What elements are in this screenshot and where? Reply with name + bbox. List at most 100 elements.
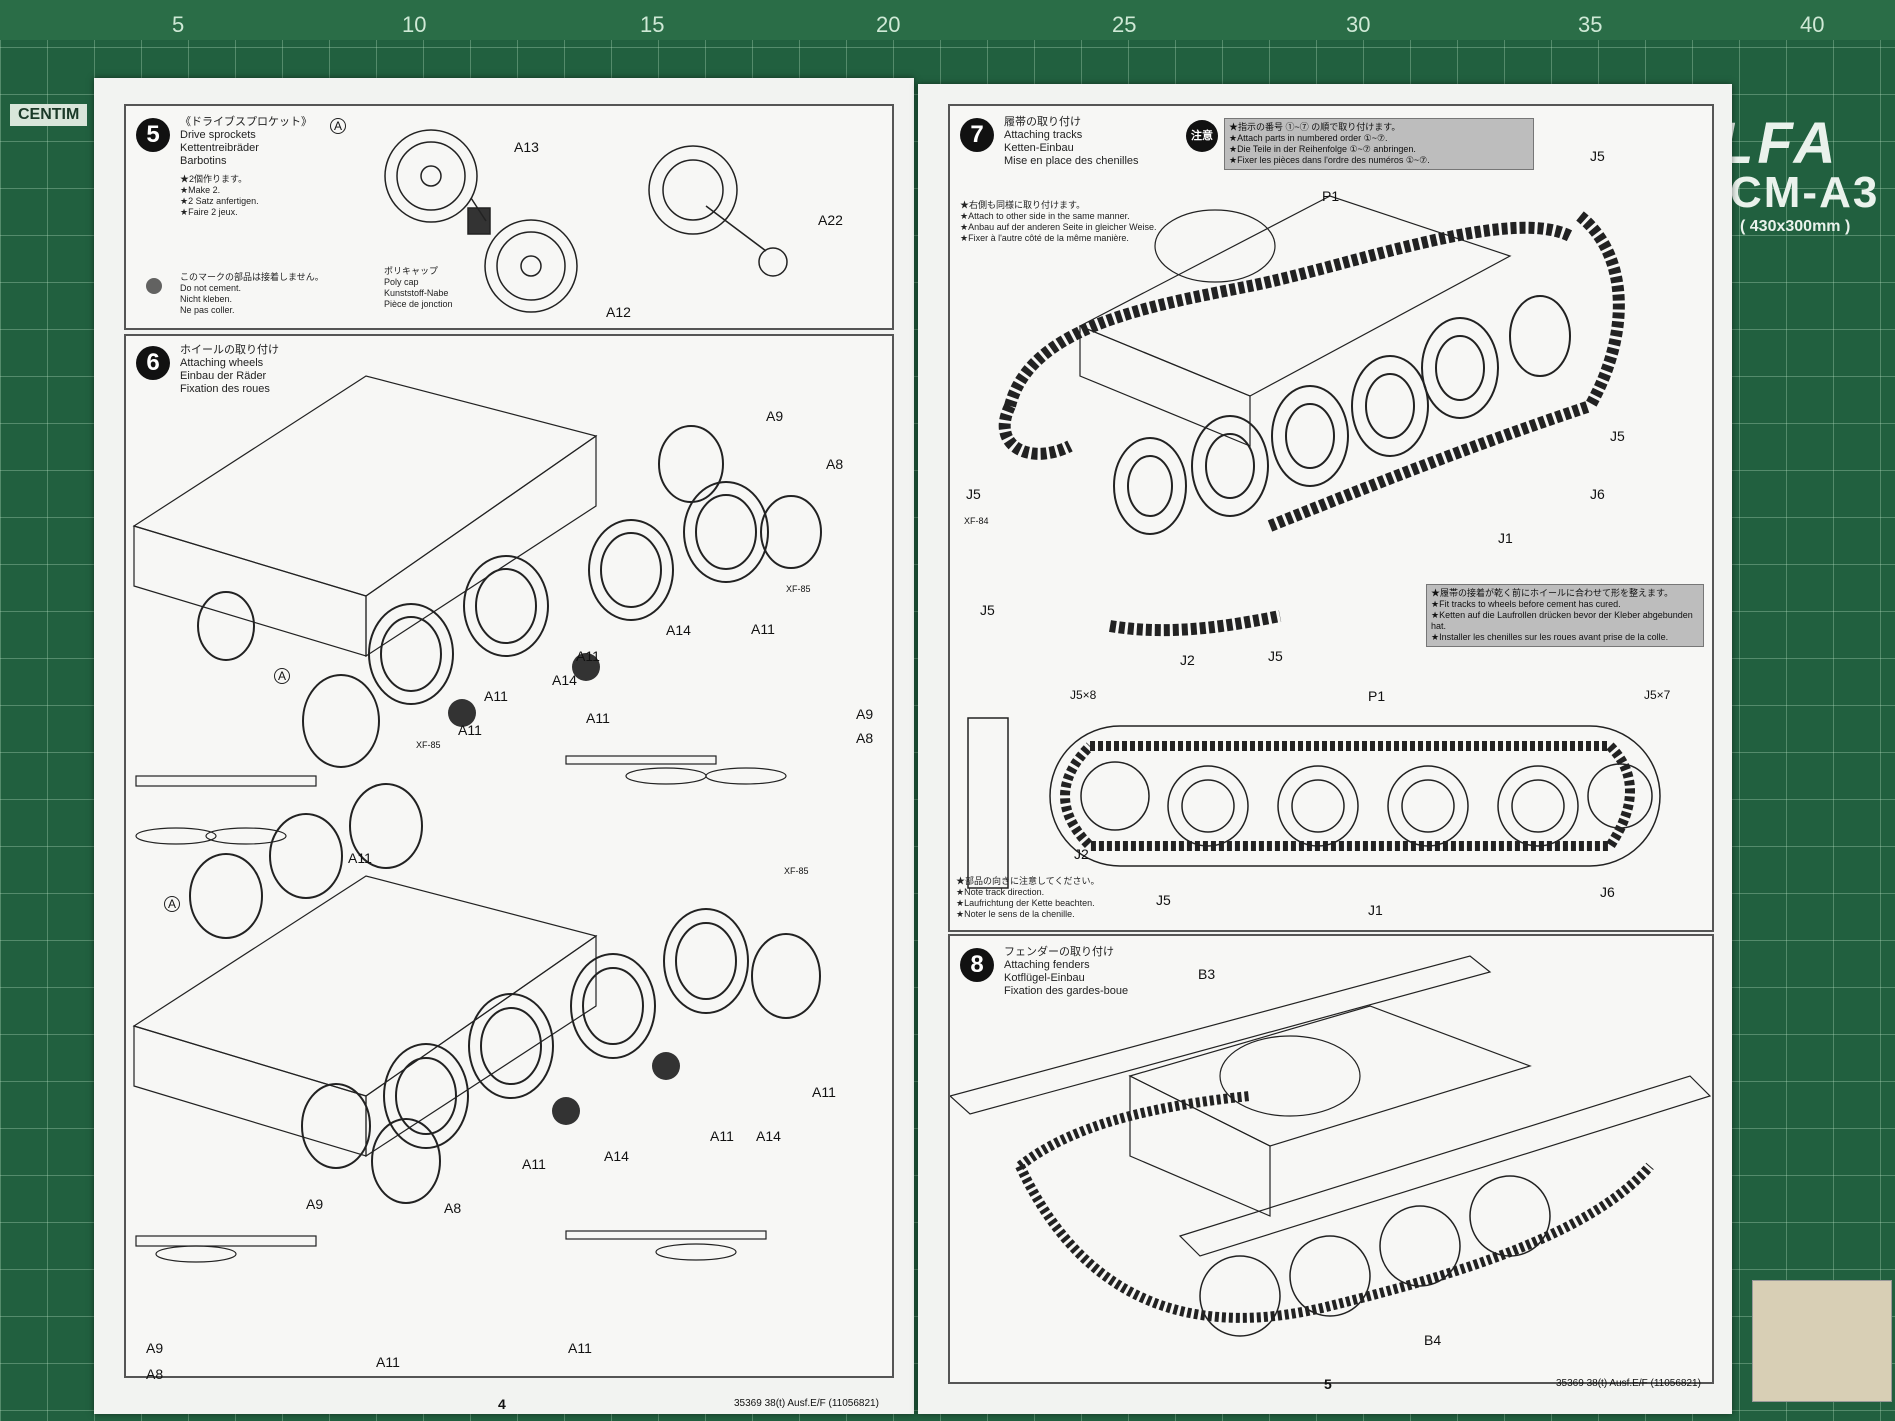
part-label: A12 bbox=[606, 304, 631, 320]
fit-jp: ★履帯の接着が乾く前にホイールに合わせて形を整えます。 bbox=[1431, 588, 1674, 598]
page-number: 4 bbox=[498, 1396, 506, 1412]
fender-b3-outline bbox=[950, 955, 1492, 1115]
instruction-page-right: 7 履帯の取り付け Attaching tracks Ketten-Einbau… bbox=[918, 84, 1732, 1414]
no-cement-note: このマークの部品は接着しません。 Do not cement. Nicht kl… bbox=[180, 272, 324, 316]
polycap-jp: ポリキャップ bbox=[384, 266, 439, 276]
step5-panel: 5 《ドライブスプロケット》 Drive sprockets Kettentre… bbox=[124, 104, 894, 330]
ruler-mark: 40 bbox=[1800, 12, 1825, 37]
title-de: Kettentreibräder bbox=[180, 142, 259, 154]
lower-track-run bbox=[1267, 400, 1592, 532]
direction-en: ★Note track direction. bbox=[956, 887, 1045, 897]
front-track-run bbox=[1576, 211, 1625, 409]
step-number: 8 bbox=[960, 948, 994, 982]
side-label: A11 bbox=[568, 1340, 592, 1356]
note-de: ★2 Satz anfertigen. bbox=[180, 196, 259, 206]
polycap-de: Kunststoff-Nabe bbox=[384, 288, 449, 298]
part-label: A8 bbox=[444, 1200, 462, 1216]
ruler-mark: 10 bbox=[402, 12, 427, 37]
sprocket-wheel-a12 bbox=[484, 219, 578, 313]
ruler-mark: 35 bbox=[1578, 12, 1603, 37]
caution-de: ★Die Teile in der Reihenfolge ①~⑦ anbrin… bbox=[1229, 144, 1416, 154]
make-note: ★2個作ります。 ★Make 2. ★2 Satz anfertigen. ★F… bbox=[180, 174, 259, 218]
title-jp: ホイールの取り付け bbox=[180, 344, 279, 356]
part-label: A14 bbox=[604, 1148, 629, 1164]
nocement-fr: Ne pas coller. bbox=[180, 305, 235, 315]
fit-en: ★Fit tracks to wheels before cement has … bbox=[1431, 599, 1621, 609]
part-label: A14 bbox=[756, 1128, 781, 1144]
title-jp: フェンダーの取り付け bbox=[1004, 946, 1114, 958]
part-label: A9 bbox=[306, 1196, 324, 1212]
side-label: J2 bbox=[1074, 846, 1089, 862]
fender-assembly-diagram bbox=[950, 955, 1712, 1337]
track-label: J5 bbox=[1610, 428, 1625, 444]
side-label: J6 bbox=[1600, 884, 1615, 900]
mat-centim-label: CENTIM bbox=[10, 104, 88, 126]
fender-label: B4 bbox=[1424, 1332, 1442, 1348]
title-de: Kotflügel-Einbau bbox=[1004, 972, 1085, 984]
fit-de: ★Ketten auf die Laufrollen drücken bevor… bbox=[1431, 610, 1693, 631]
part-label: A11 bbox=[458, 722, 482, 738]
part-label: A14 bbox=[666, 622, 691, 638]
part-label: A22 bbox=[818, 212, 843, 228]
fit-fr: ★Installer les chenilles sur les roues a… bbox=[1431, 632, 1669, 642]
fender-b4-outline bbox=[1178, 1075, 1712, 1257]
other-side-note: ★右側も同様に取り付けます。 ★Attach to other side in … bbox=[960, 200, 1157, 244]
track-label: P1 bbox=[1322, 188, 1340, 204]
title-jp: 履帯の取り付け bbox=[1004, 116, 1081, 128]
track-label: J5 bbox=[1268, 648, 1283, 664]
caution-en: ★Attach parts in numbered order ①~⑦. bbox=[1229, 133, 1388, 143]
paint-code: XF-85 bbox=[416, 740, 441, 750]
wheel-assembly-diagram bbox=[132, 375, 822, 1263]
fender-label: B3 bbox=[1198, 966, 1216, 982]
track-label: J5 bbox=[980, 602, 995, 618]
side-label: J5×7 bbox=[1644, 688, 1671, 702]
polycap-fr: Pièce de jonction bbox=[384, 299, 453, 309]
polycap-en: Poly cap bbox=[384, 277, 419, 287]
track-assembly-diagram bbox=[967, 195, 1661, 889]
sprocket-diagram bbox=[146, 129, 788, 313]
polycap-label: ポリキャップ Poly cap Kunststoff-Nabe Pièce de… bbox=[384, 266, 453, 310]
note-jp: ★2個作ります。 bbox=[180, 174, 248, 184]
marker-a: A bbox=[164, 896, 180, 912]
other-jp: ★右側も同様に取り付けます。 bbox=[960, 200, 1086, 210]
step-title: 履帯の取り付け Attaching tracks Ketten-Einbau M… bbox=[1004, 116, 1139, 168]
paint-code: XF-85 bbox=[784, 866, 809, 876]
title-fr: Fixation des roues bbox=[180, 383, 270, 395]
ruler-mark: 25 bbox=[1112, 12, 1137, 37]
part-label: A11 bbox=[522, 1156, 546, 1172]
track-label: J5 bbox=[966, 486, 981, 502]
ruler-mark: 30 bbox=[1346, 12, 1371, 37]
part-label: A11 bbox=[576, 648, 600, 664]
mat-model: CM-A3 bbox=[1730, 168, 1880, 217]
title-en: Drive sprockets bbox=[180, 129, 256, 141]
marker-a: A bbox=[274, 668, 290, 684]
caution-note: ★指示の番号 ①~⑦ の順で取り付けます。 ★Attach parts in n… bbox=[1224, 118, 1534, 170]
paint-code: XF-84 bbox=[964, 516, 989, 526]
side-label: J5 bbox=[1156, 892, 1171, 908]
caution-jp: ★指示の番号 ①~⑦ の順で取り付けます。 bbox=[1229, 122, 1401, 132]
step-title: 《ドライブスプロケット》 Drive sprockets Kettentreib… bbox=[180, 116, 312, 168]
side-label: P1 bbox=[1368, 688, 1386, 704]
fit-tracks-note: ★履帯の接着が乾く前にホイールに合わせて形を整えます。 ★Fit tracks … bbox=[1426, 584, 1704, 647]
side-label: A11 bbox=[586, 710, 610, 726]
part-label: A14 bbox=[552, 672, 577, 688]
title-fr: Fixation des gardes-boue bbox=[1004, 985, 1129, 997]
step-number: 5 bbox=[136, 118, 170, 152]
ruler-mark: 5 bbox=[172, 12, 185, 37]
side-label: A11 bbox=[376, 1354, 400, 1370]
page-footer: 35369 38(t) Ausf.E/F (11056821) bbox=[1556, 1378, 1701, 1389]
track-label: J1 bbox=[1498, 530, 1513, 546]
track-label: J6 bbox=[1590, 486, 1605, 502]
ruler-mark: 15 bbox=[640, 12, 665, 37]
step6-panel: 6 ホイールの取り付け Attaching wheels Einbau der … bbox=[124, 334, 894, 1382]
title-jp: 《ドライブスプロケット》 bbox=[180, 116, 312, 128]
step-title: ホイールの取り付け Attaching wheels Einbau der Rä… bbox=[180, 344, 279, 396]
step-number: 6 bbox=[136, 346, 170, 380]
note-fr: ★Faire 2 jeux. bbox=[180, 207, 238, 217]
instruction-page-left: 5 《ドライブスプロケット》 Drive sprockets Kettentre… bbox=[94, 78, 914, 1414]
part-label: A11 bbox=[484, 688, 508, 704]
title-en: Attaching wheels bbox=[180, 357, 264, 369]
step8-panel: 8 フェンダーの取り付け Attaching fenders Kotflügel… bbox=[948, 934, 1714, 1384]
page-number: 5 bbox=[1324, 1376, 1332, 1392]
side-label: A11 bbox=[348, 850, 372, 866]
